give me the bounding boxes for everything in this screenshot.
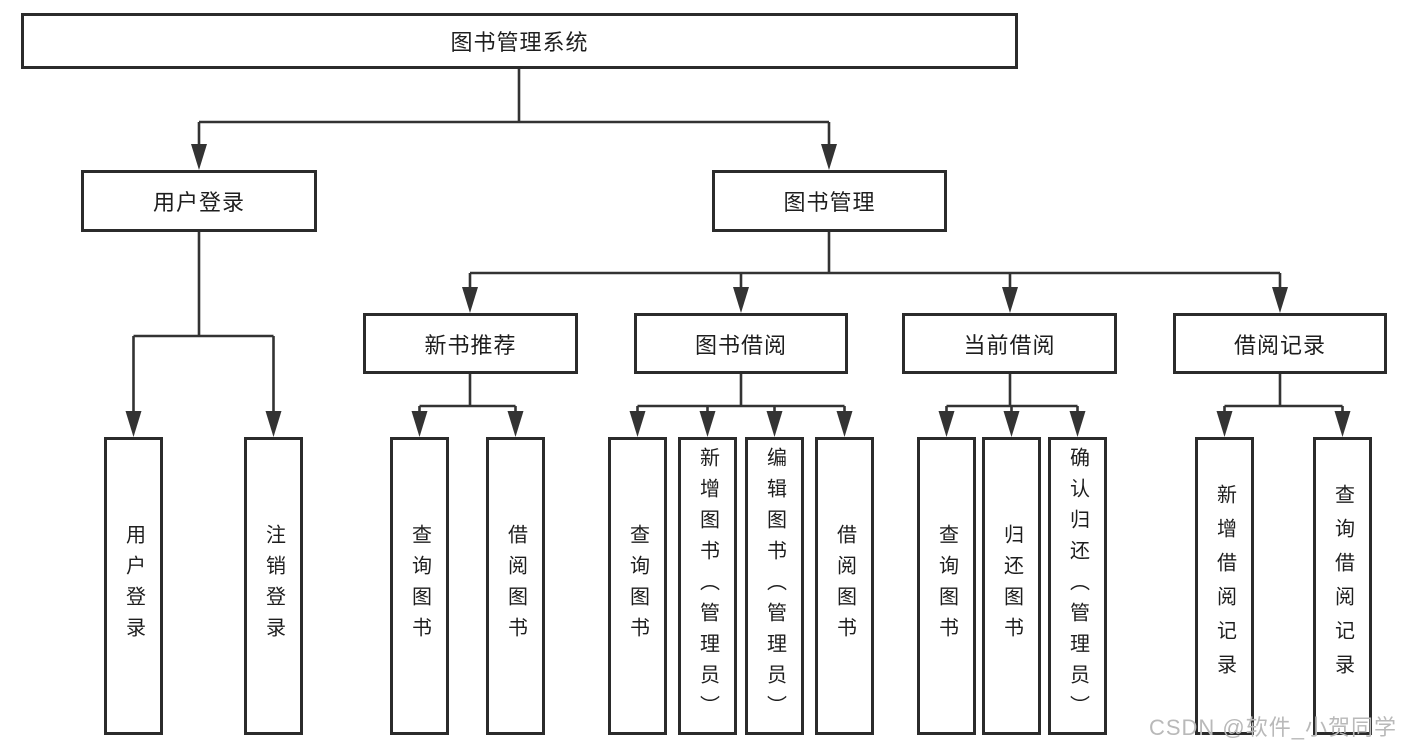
leaf-user-login: 用户登录: [104, 437, 163, 735]
node-library-management-system: 图书管理系统: [21, 13, 1018, 69]
node-label: 当前借阅: [963, 332, 1056, 358]
node-label: 图书管理系统: [450, 30, 589, 55]
leaf-query-books-recommend: 查询图书: [390, 437, 449, 735]
leaf-edit-book-admin: 编辑图书（管理员）: [745, 437, 804, 735]
leaf-label: 编辑图书（管理员）: [763, 446, 786, 726]
leaf-query-books-current: 查询图书: [917, 437, 976, 735]
csdn-watermark: CSDN @软件_小贺同学: [1148, 715, 1397, 740]
node-label: 新书推荐: [424, 332, 517, 358]
node-label: 图书借阅: [694, 332, 787, 358]
leaf-label: 新增图书（管理员）: [696, 446, 719, 726]
leaf-label: 查询图书: [408, 524, 431, 648]
node-user-login: 用户登录: [81, 170, 317, 232]
node-book-management: 图书管理: [712, 170, 947, 232]
leaf-add-book-admin: 新增图书（管理员）: [678, 437, 737, 735]
leaf-label: 确认归还（管理员）: [1066, 446, 1089, 726]
leaf-borrow-books-recommend: 借阅图书: [486, 437, 545, 735]
leaf-label: 查询图书: [935, 524, 958, 648]
leaf-query-books-borrow: 查询图书: [608, 437, 667, 735]
leaf-label: 查询图书: [626, 524, 649, 648]
leaf-borrow-books: 借阅图书: [815, 437, 874, 735]
leaf-label: 注销登录: [262, 524, 285, 648]
node-current-borrow: 当前借阅: [902, 313, 1117, 374]
leaf-label: 用户登录: [122, 524, 145, 648]
leaf-label: 借阅图书: [504, 524, 527, 648]
node-label: 图书管理: [783, 190, 876, 215]
leaf-label: 借阅图书: [833, 524, 856, 648]
leaf-label: 归还图书: [1000, 524, 1023, 648]
node-new-book-recommend: 新书推荐: [363, 313, 578, 374]
leaf-label: 查询借阅记录: [1331, 484, 1354, 688]
leaf-add-borrow-record: 新增借阅记录: [1195, 437, 1254, 735]
node-borrow-records: 借阅记录: [1173, 313, 1387, 374]
leaf-query-borrow-record: 查询借阅记录: [1313, 437, 1372, 735]
node-label: 借阅记录: [1233, 332, 1326, 358]
node-book-borrow: 图书借阅: [634, 313, 848, 374]
node-label: 用户登录: [152, 190, 245, 215]
leaf-confirm-return-admin: 确认归还（管理员）: [1048, 437, 1107, 735]
leaf-label: 新增借阅记录: [1213, 484, 1236, 688]
leaf-return-books: 归还图书: [982, 437, 1041, 735]
leaf-logout-login: 注销登录: [244, 437, 303, 735]
